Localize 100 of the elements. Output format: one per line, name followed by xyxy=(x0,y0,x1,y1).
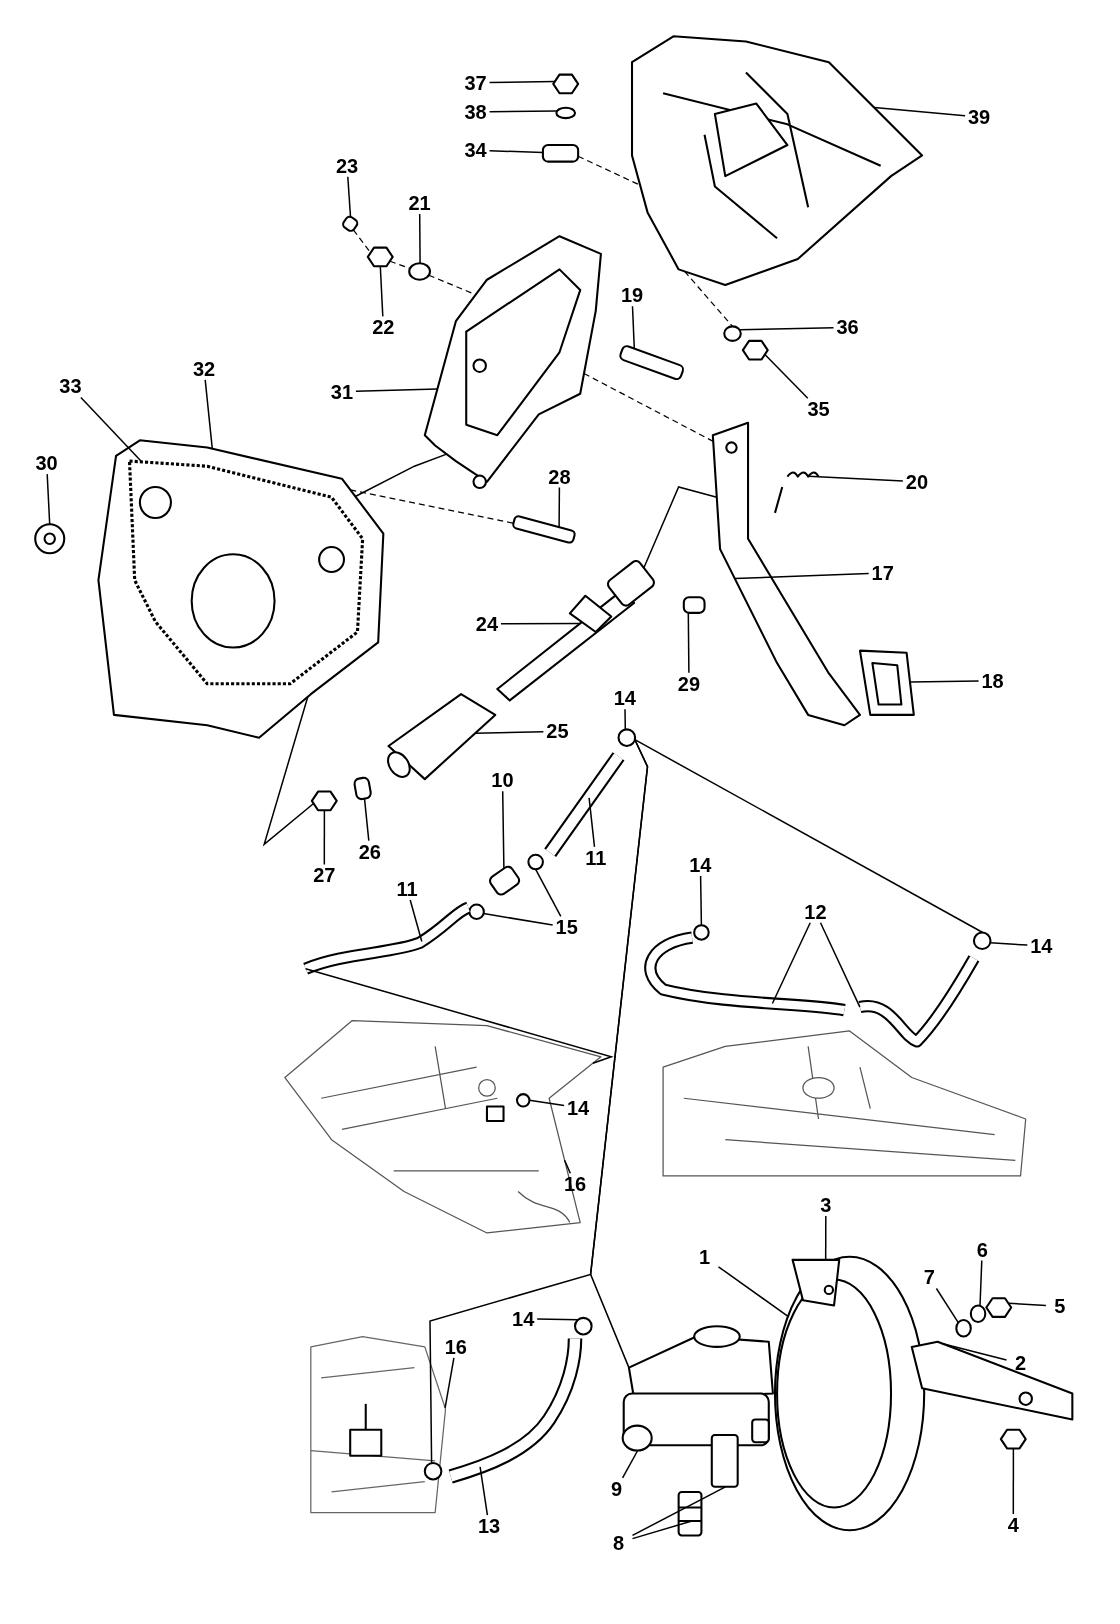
callout-number: 31 xyxy=(323,379,360,404)
hose-clamp-icon xyxy=(574,1316,593,1336)
callout-number: 24 xyxy=(468,611,505,636)
mounting-bracket-drawing xyxy=(791,1258,841,1307)
hose-clamp-icon xyxy=(468,903,485,921)
nut-icon xyxy=(310,790,338,812)
mounting-bracket-drawing xyxy=(910,1340,1074,1421)
connector-line xyxy=(354,453,448,498)
master-cylinder-drawing xyxy=(621,1325,774,1488)
connector-line xyxy=(262,695,315,847)
nut-icon xyxy=(741,339,769,361)
callout-number: 9 xyxy=(598,1476,635,1501)
leader-line xyxy=(347,176,352,218)
hose-clamp-icon xyxy=(693,924,710,941)
callout-number: 2 xyxy=(1002,1351,1039,1376)
callout-number: 14 xyxy=(606,686,643,711)
leader-line xyxy=(621,1449,639,1479)
callout-number: 12 xyxy=(797,899,834,924)
leader-line xyxy=(631,1520,693,1540)
washer-icon xyxy=(955,1318,972,1338)
leader-line xyxy=(563,1159,572,1174)
pedal-pad-drawing xyxy=(858,649,915,716)
callout-number: 23 xyxy=(329,153,366,178)
callout-number: 17 xyxy=(864,560,901,585)
leader-line xyxy=(474,731,545,734)
callout-number: 13 xyxy=(471,1514,507,1539)
leader-line xyxy=(558,486,561,528)
spring-icon xyxy=(773,471,820,514)
leader-line xyxy=(488,80,556,84)
connector-line xyxy=(349,489,514,524)
hose-clamp-icon xyxy=(972,931,992,951)
callout-number: 14 xyxy=(505,1306,542,1331)
callout-number: 1 xyxy=(686,1244,723,1269)
callout-number: 28 xyxy=(541,464,578,489)
hose-clamp-icon xyxy=(617,728,637,747)
leader-line xyxy=(824,1215,827,1261)
valve-icon xyxy=(677,1490,703,1537)
leader-line xyxy=(534,868,562,918)
clip-icon xyxy=(340,214,360,234)
leader-line xyxy=(355,388,439,393)
hose-drawing xyxy=(859,955,980,1048)
engine-drawing xyxy=(310,1335,447,1514)
leader-line xyxy=(46,473,51,526)
nut-icon xyxy=(985,1297,1013,1318)
callout-number: 16 xyxy=(437,1334,474,1359)
callout-number: 19 xyxy=(614,283,650,308)
callout-number: 11 xyxy=(577,845,614,870)
leader-line xyxy=(631,1486,727,1537)
callout-number: 14 xyxy=(682,853,719,878)
leader-line xyxy=(363,797,370,842)
callout-number: 22 xyxy=(365,315,402,340)
hose-drawing xyxy=(448,1338,583,1484)
leader-line xyxy=(1007,1302,1047,1307)
leader-line xyxy=(909,680,980,683)
callout-number: 29 xyxy=(671,671,707,696)
leader-line xyxy=(479,1466,489,1516)
leader-line xyxy=(717,1266,789,1318)
washer-icon xyxy=(723,325,742,342)
leader-line xyxy=(379,265,384,318)
leader-line xyxy=(418,213,421,264)
callout-number: 4 xyxy=(995,1513,1032,1538)
engine-drawing xyxy=(284,1019,602,1234)
connector-line xyxy=(428,274,477,296)
callout-number: 14 xyxy=(1023,933,1060,958)
leader-line xyxy=(501,790,505,870)
callout-number: 27 xyxy=(306,863,343,888)
leader-line xyxy=(764,353,809,400)
callout-number: 20 xyxy=(898,469,935,494)
washer-icon xyxy=(555,106,577,120)
leader-line xyxy=(819,921,861,1008)
leader-line xyxy=(734,572,870,580)
leader-line xyxy=(873,106,966,117)
callout-number: 25 xyxy=(539,719,576,744)
clip-icon xyxy=(352,775,373,801)
connector-line xyxy=(583,372,714,442)
clip-icon xyxy=(682,596,706,614)
callout-number: 3 xyxy=(807,1192,844,1217)
leader-line xyxy=(631,305,636,350)
nut-icon xyxy=(366,246,394,268)
connector-line xyxy=(577,155,641,186)
leader-line xyxy=(444,1357,455,1409)
connector-line xyxy=(634,738,984,934)
connector-line xyxy=(389,260,411,270)
connector-line xyxy=(684,270,734,327)
leader-line xyxy=(738,326,835,331)
leader-line xyxy=(1012,1447,1015,1515)
leader-line xyxy=(528,1099,565,1107)
leader-line xyxy=(488,149,544,154)
leader-line xyxy=(204,379,214,450)
leader-line xyxy=(323,809,326,866)
leader-line xyxy=(687,612,690,674)
nut-icon xyxy=(552,73,580,95)
engine-drawing xyxy=(662,1030,1027,1177)
callout-number: 36 xyxy=(829,315,866,340)
nut-icon xyxy=(999,1428,1027,1450)
callout-number: 32 xyxy=(186,356,223,381)
cover-icon xyxy=(34,523,66,555)
callout-number: 35 xyxy=(800,397,837,422)
connector-line xyxy=(643,486,718,569)
leader-line xyxy=(488,110,558,113)
